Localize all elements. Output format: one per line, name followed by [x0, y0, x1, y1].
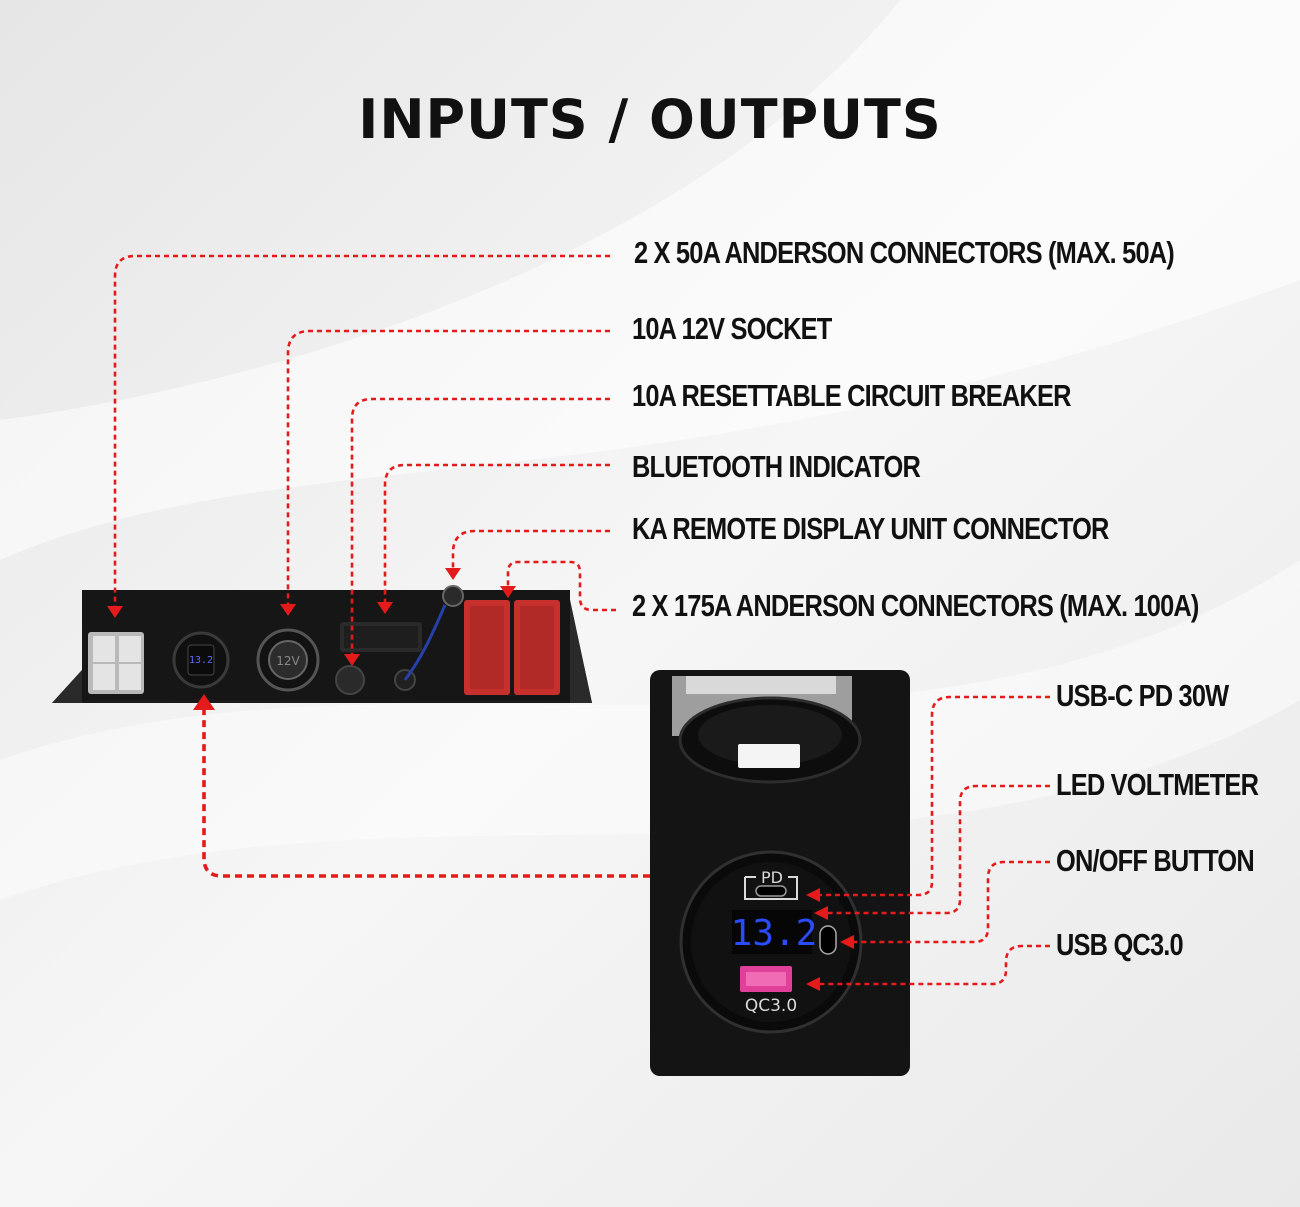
arrow-socket-12v: [280, 604, 296, 616]
leader-usb-c: [818, 695, 1050, 897]
leader-anderson-175a: [506, 560, 616, 612]
cable-gland: [394, 604, 447, 691]
leader-usb-qc: [818, 944, 1050, 986]
circuit-breaker: [335, 665, 365, 695]
anderson-50a-connectors: [88, 632, 144, 694]
arrow-bluetooth: [377, 602, 393, 614]
remote-display-connector: [442, 585, 464, 607]
bluetooth-indicator: [340, 622, 422, 652]
closeup-pd-label: PD: [761, 868, 783, 887]
callout-voltmeter: LED VOLTMETER: [1056, 767, 1259, 802]
callout-bluetooth: BLUETOOTH INDICATOR: [632, 449, 921, 484]
arrow-remote-display: [445, 568, 461, 580]
leader-voltmeter: [826, 784, 1050, 915]
page-title: INPUTS / OUTPUTS: [358, 88, 942, 151]
callout-anderson-50a: 2 X 50A ANDERSON CONNECTORS (MAX. 50A): [634, 235, 1175, 270]
callout-circuit-breaker: 10A RESETTABLE CIRCUIT BREAKER: [632, 378, 1071, 413]
arrow-anderson-50a: [107, 606, 123, 618]
callout-anderson-175a: 2 X 175A ANDERSON CONNECTORS (MAX. 100A): [632, 588, 1199, 623]
arrow-usb-qc: [806, 977, 820, 991]
callout-usb-c: USB-C PD 30W: [1056, 678, 1229, 713]
arrow-onoff: [840, 935, 854, 949]
callout-onoff: ON/OFF BUTTON: [1056, 843, 1255, 878]
arrow-closeup-link: [193, 694, 215, 710]
leader-remote-display: [451, 529, 610, 570]
arrow-usb-c: [806, 888, 820, 902]
closeup-qc-label: QC3.0: [745, 996, 797, 1016]
closeup-voltmeter-reading: 13.2: [731, 913, 818, 954]
leader-onoff: [852, 860, 1050, 944]
leader-circuit-breaker: [350, 397, 610, 656]
arrow-anderson-175a: [500, 586, 516, 598]
socket-12v: 12V: [256, 628, 320, 692]
arrow-circuit-breaker: [344, 654, 360, 666]
leader-socket-12v: [286, 329, 610, 606]
leader-closeup-link: [202, 708, 650, 878]
callout-usb-qc: USB QC3.0: [1056, 927, 1184, 962]
callout-remote-display: KA REMOTE DISPLAY UNIT CONNECTOR: [632, 511, 1109, 546]
anderson-175a-connectors: [464, 600, 560, 695]
panel-voltmeter-reading: 13.2: [189, 655, 213, 666]
usb-voltmeter-socket: 13.2: [172, 631, 230, 689]
arrow-voltmeter: [814, 906, 828, 920]
leader-anderson-50a: [113, 254, 610, 608]
leader-bluetooth: [383, 463, 610, 604]
callout-socket-12v: 10A 12V SOCKET: [632, 311, 832, 346]
panel-socket-label: 12V: [276, 654, 300, 668]
